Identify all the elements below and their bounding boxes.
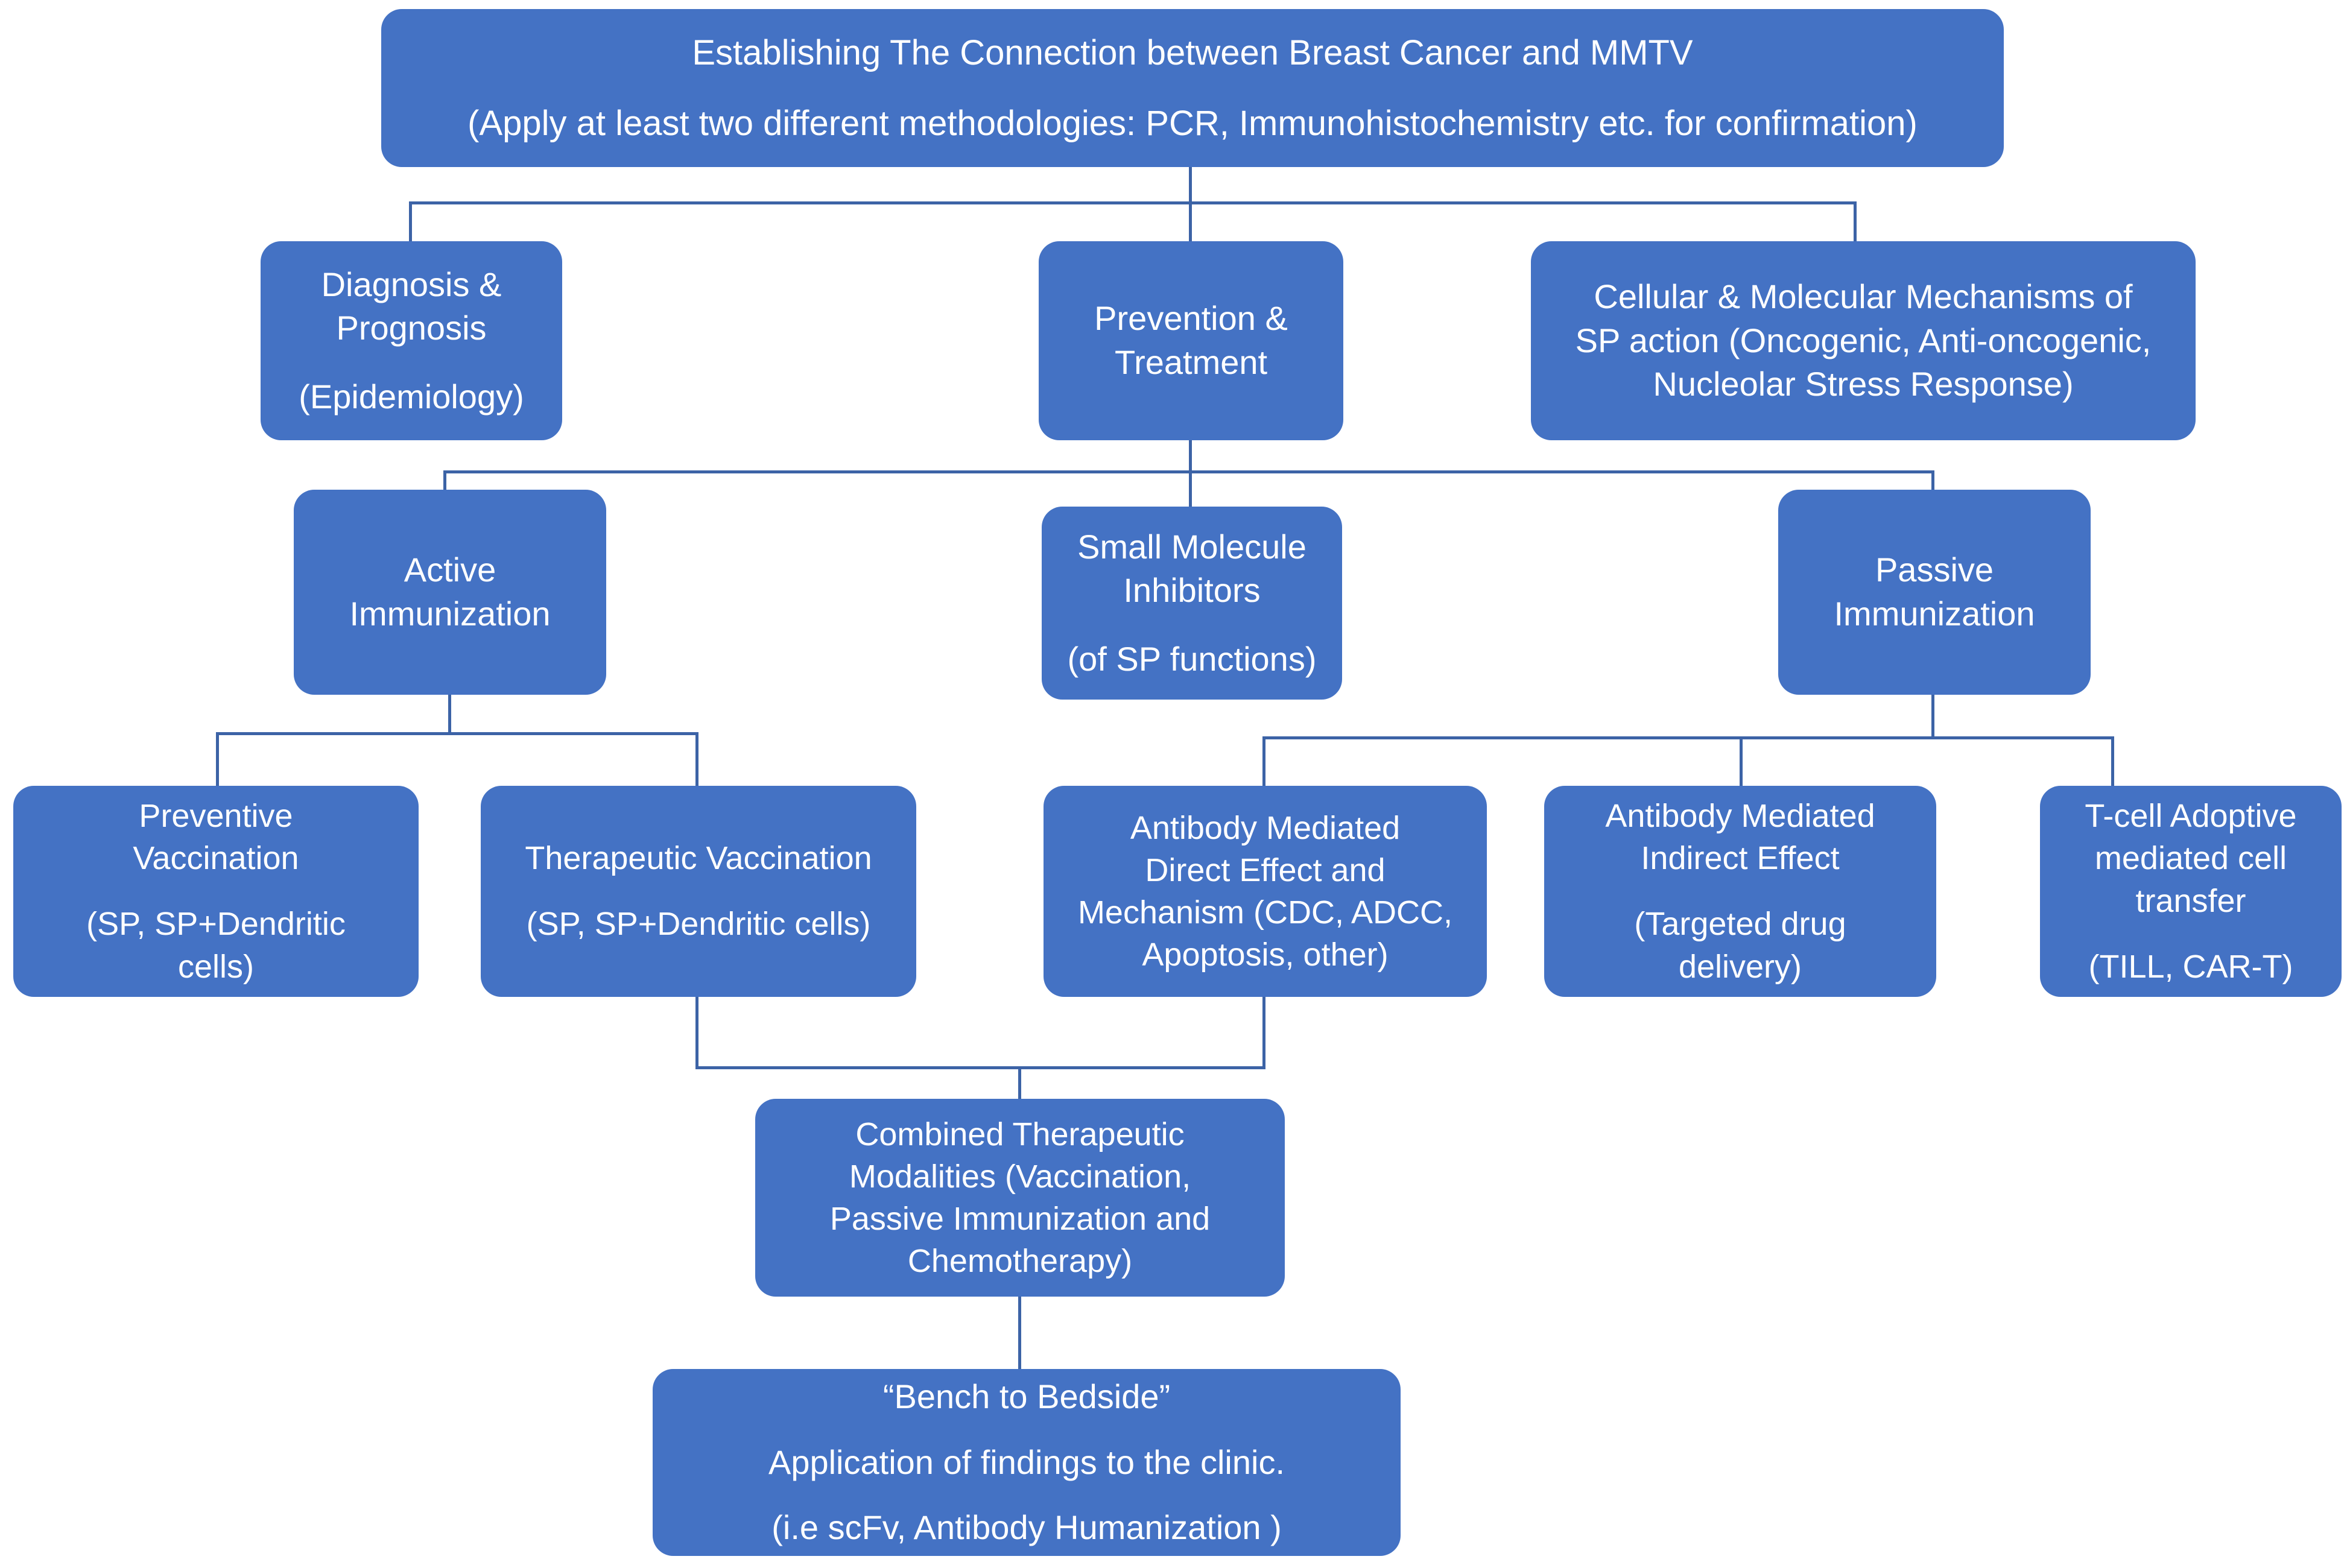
node-root-line1: Establishing The Connection between Brea… [692,33,1693,72]
node-cellular-molecular[interactable]: Cellular & Molecular Mechanisms of SP ac… [1531,241,2196,440]
node-passive-line1: Passive [1875,551,1994,589]
connector-row2-bus [409,201,1857,204]
connector-to-passive-immunization [1931,470,1934,490]
connector-to-active-immunization [443,470,446,490]
node-antibody-direct-line3: Mechanism (CDC, ADCC, [1077,894,1453,931]
node-tcell-line1: T-cell Adoptive [2085,798,2297,835]
node-therapeutic-line2: (SP, SP+Dendritic cells) [526,906,871,943]
node-diagnosis-line1: Diagnosis & [321,265,502,303]
node-preventive-vaccination[interactable]: Preventive Vaccination (SP, SP+Dendritic… [13,786,419,997]
node-combined-modalities[interactable]: Combined Therapeutic Modalities (Vaccina… [755,1099,1285,1297]
connector-to-antibody-direct [1262,736,1265,792]
connector-row3-bus [443,470,1934,473]
node-antibody-indirect-line1: Antibody Mediated [1605,798,1875,835]
connector-prevention-stem [1189,440,1192,490]
node-small-molecule-line3: (of SP functions) [1067,639,1317,678]
connector-combined-bus [695,1066,1265,1069]
node-antibody-direct-line2: Direct Effect and [1145,852,1386,888]
node-small-molecule-line2: Inhibitors [1123,571,1261,610]
node-diagnosis-line3: (Epidemiology) [299,377,524,416]
node-prevention-treatment[interactable]: Prevention & Treatment [1039,241,1343,440]
node-small-molecule-line1: Small Molecule [1077,527,1307,566]
node-antibody-indirect[interactable]: Antibody Mediated Indirect Effect (Targe… [1544,786,1936,997]
connector-small-molecule-stem [1189,490,1192,507]
node-antibody-indirect-line2: Indirect Effect [1641,840,1840,877]
connector-to-therapeutic-vaccination [695,732,698,790]
node-bench-line1: “Bench to Bedside” [882,1377,1171,1415]
node-root[interactable]: Establishing The Connection between Brea… [381,9,2004,167]
node-combined-line1: Combined Therapeutic [855,1116,1185,1152]
node-combined-line2: Modalities (Vaccination, [849,1158,1191,1195]
node-combined-line4: Chemotherapy) [907,1243,1133,1280]
connector-to-antibody-indirect [1740,736,1743,792]
node-active-line2: Immunization [349,595,551,633]
node-bench-to-bedside[interactable]: “Bench to Bedside” Application of findin… [653,1369,1401,1556]
node-combined-line3: Passive Immunization and [829,1201,1211,1237]
connector-active-stem [448,695,451,734]
node-active-immunization[interactable]: Active Immunization [294,490,606,695]
node-cellular-line2: SP action (Oncogenic, Anti-oncogenic, [1575,321,2152,359]
node-preventive-line2: Vaccination [133,840,299,877]
connector-to-tcell-adoptive [2111,736,2114,792]
node-tcell-adoptive[interactable]: T-cell Adoptive mediated cell transfer (… [2040,786,2342,997]
node-prevention-line1: Prevention & [1094,299,1288,338]
connector-antibody-direct-down [1262,995,1265,1069]
node-diagnosis-prognosis[interactable]: Diagnosis & Prognosis (Epidemiology) [261,241,562,440]
node-bench-line2: Application of findings to the clinic. [768,1443,1285,1481]
node-cellular-line3: Nucleolar Stress Response) [1653,365,2074,403]
node-antibody-direct[interactable]: Antibody Mediated Direct Effect and Mech… [1044,786,1487,997]
node-passive-line2: Immunization [1834,595,2035,633]
node-antibody-indirect-line4: delivery) [1678,948,1802,985]
node-tcell-line4: (TILL, CAR-T) [2088,948,2293,985]
connector-to-preventive-vaccination [216,732,219,790]
node-diagnosis-line2: Prognosis [336,309,487,347]
node-prevention-line2: Treatment [1114,343,1268,381]
node-antibody-direct-line1: Antibody Mediated [1130,809,1401,846]
node-root-line2: (Apply at least two different methodolog… [467,103,1918,143]
connector-to-combined [1018,1066,1021,1100]
node-preventive-line1: Preventive [139,798,293,835]
node-tcell-line2: mediated cell [2094,840,2287,877]
connector-vaccination-bus [216,732,698,735]
node-antibody-indirect-line3: (Targeted drug [1634,906,1846,943]
node-bench-line3: (i.e scFv, Antibody Humanization ) [771,1508,1282,1547]
node-therapeutic-line1: Therapeutic Vaccination [525,840,872,877]
connector-therapeutic-down [695,995,698,1069]
connector-to-bench-bedside [1018,1295,1021,1374]
node-small-molecule-inhibitors[interactable]: Small Molecule Inhibitors (of SP functio… [1042,507,1342,700]
node-therapeutic-vaccination[interactable]: Therapeutic Vaccination (SP, SP+Dendriti… [481,786,916,997]
node-antibody-direct-line4: Apoptosis, other) [1142,937,1389,973]
node-active-line1: Active [404,551,496,589]
node-passive-immunization[interactable]: Passive Immunization [1778,490,2091,695]
connector-to-cellular [1854,201,1857,245]
node-preventive-line4: cells) [177,948,254,985]
connector-passive-stem [1931,695,1934,738]
node-preventive-line3: (SP, SP+Dendritic [86,906,346,943]
node-tcell-line3: transfer [2135,882,2246,919]
connector-passive-bus [1262,736,2114,739]
connector-to-diagnosis [409,201,412,245]
node-cellular-line1: Cellular & Molecular Mechanisms of [1594,277,2133,315]
